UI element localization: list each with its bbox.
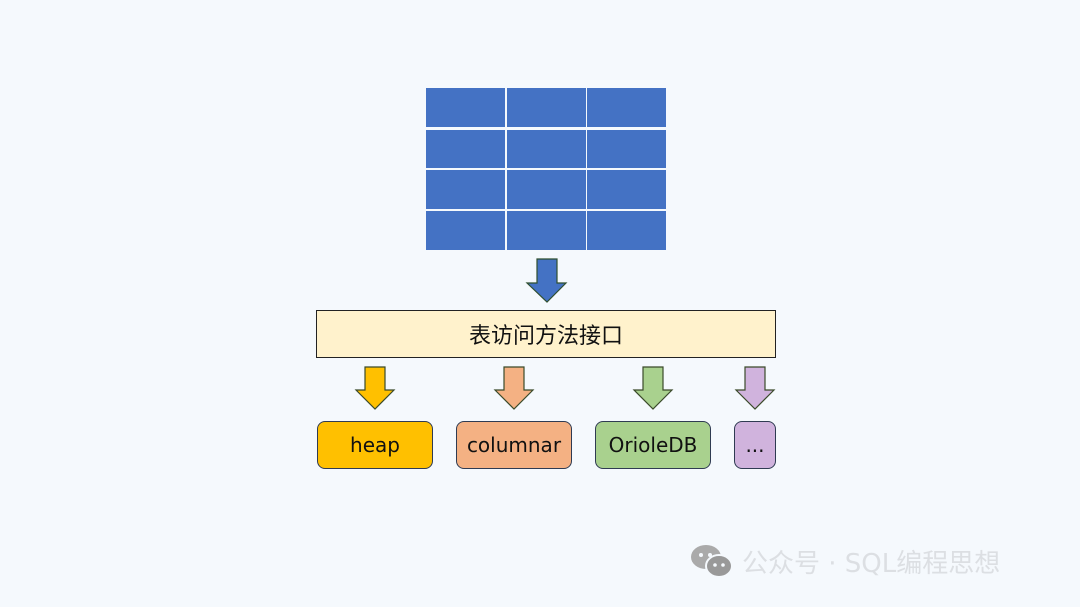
arrow-down-icon <box>632 366 674 410</box>
table-cell <box>587 88 666 127</box>
access-method-box: columnar <box>456 421 572 469</box>
arrow-down-icon <box>493 366 535 410</box>
access-method-box: ... <box>734 421 776 469</box>
table-cell <box>426 211 505 250</box>
table-cell <box>587 170 666 209</box>
arrow-down-icon <box>734 366 776 410</box>
access-method-box: heap <box>317 421 433 469</box>
table-cell <box>507 170 586 209</box>
wechat-icon <box>691 545 733 578</box>
table-cell <box>507 130 586 168</box>
table-cell <box>426 170 505 209</box>
arrow-down-icon <box>525 258 568 303</box>
table-cell <box>587 211 666 250</box>
table-cell <box>426 88 505 127</box>
table-cell <box>587 130 666 168</box>
table-cell <box>507 211 586 250</box>
table-access-method-interface: 表访问方法接口 <box>316 310 776 358</box>
watermark-text: 公众号 · SQL编程思想 <box>742 548 1001 579</box>
access-method-label: OrioleDB <box>608 433 698 457</box>
access-method-box: OrioleDB <box>595 421 711 469</box>
interface-label: 表访问方法接口 <box>468 324 623 349</box>
arrow-down-icon <box>354 366 396 410</box>
table-cell <box>507 88 586 127</box>
access-method-label: ... <box>745 433 765 457</box>
table-cell <box>426 130 505 168</box>
access-method-label: heap <box>350 433 400 457</box>
watermark: 公众号 · SQL编程思想 <box>690 542 1000 580</box>
access-method-label: columnar <box>466 433 562 457</box>
